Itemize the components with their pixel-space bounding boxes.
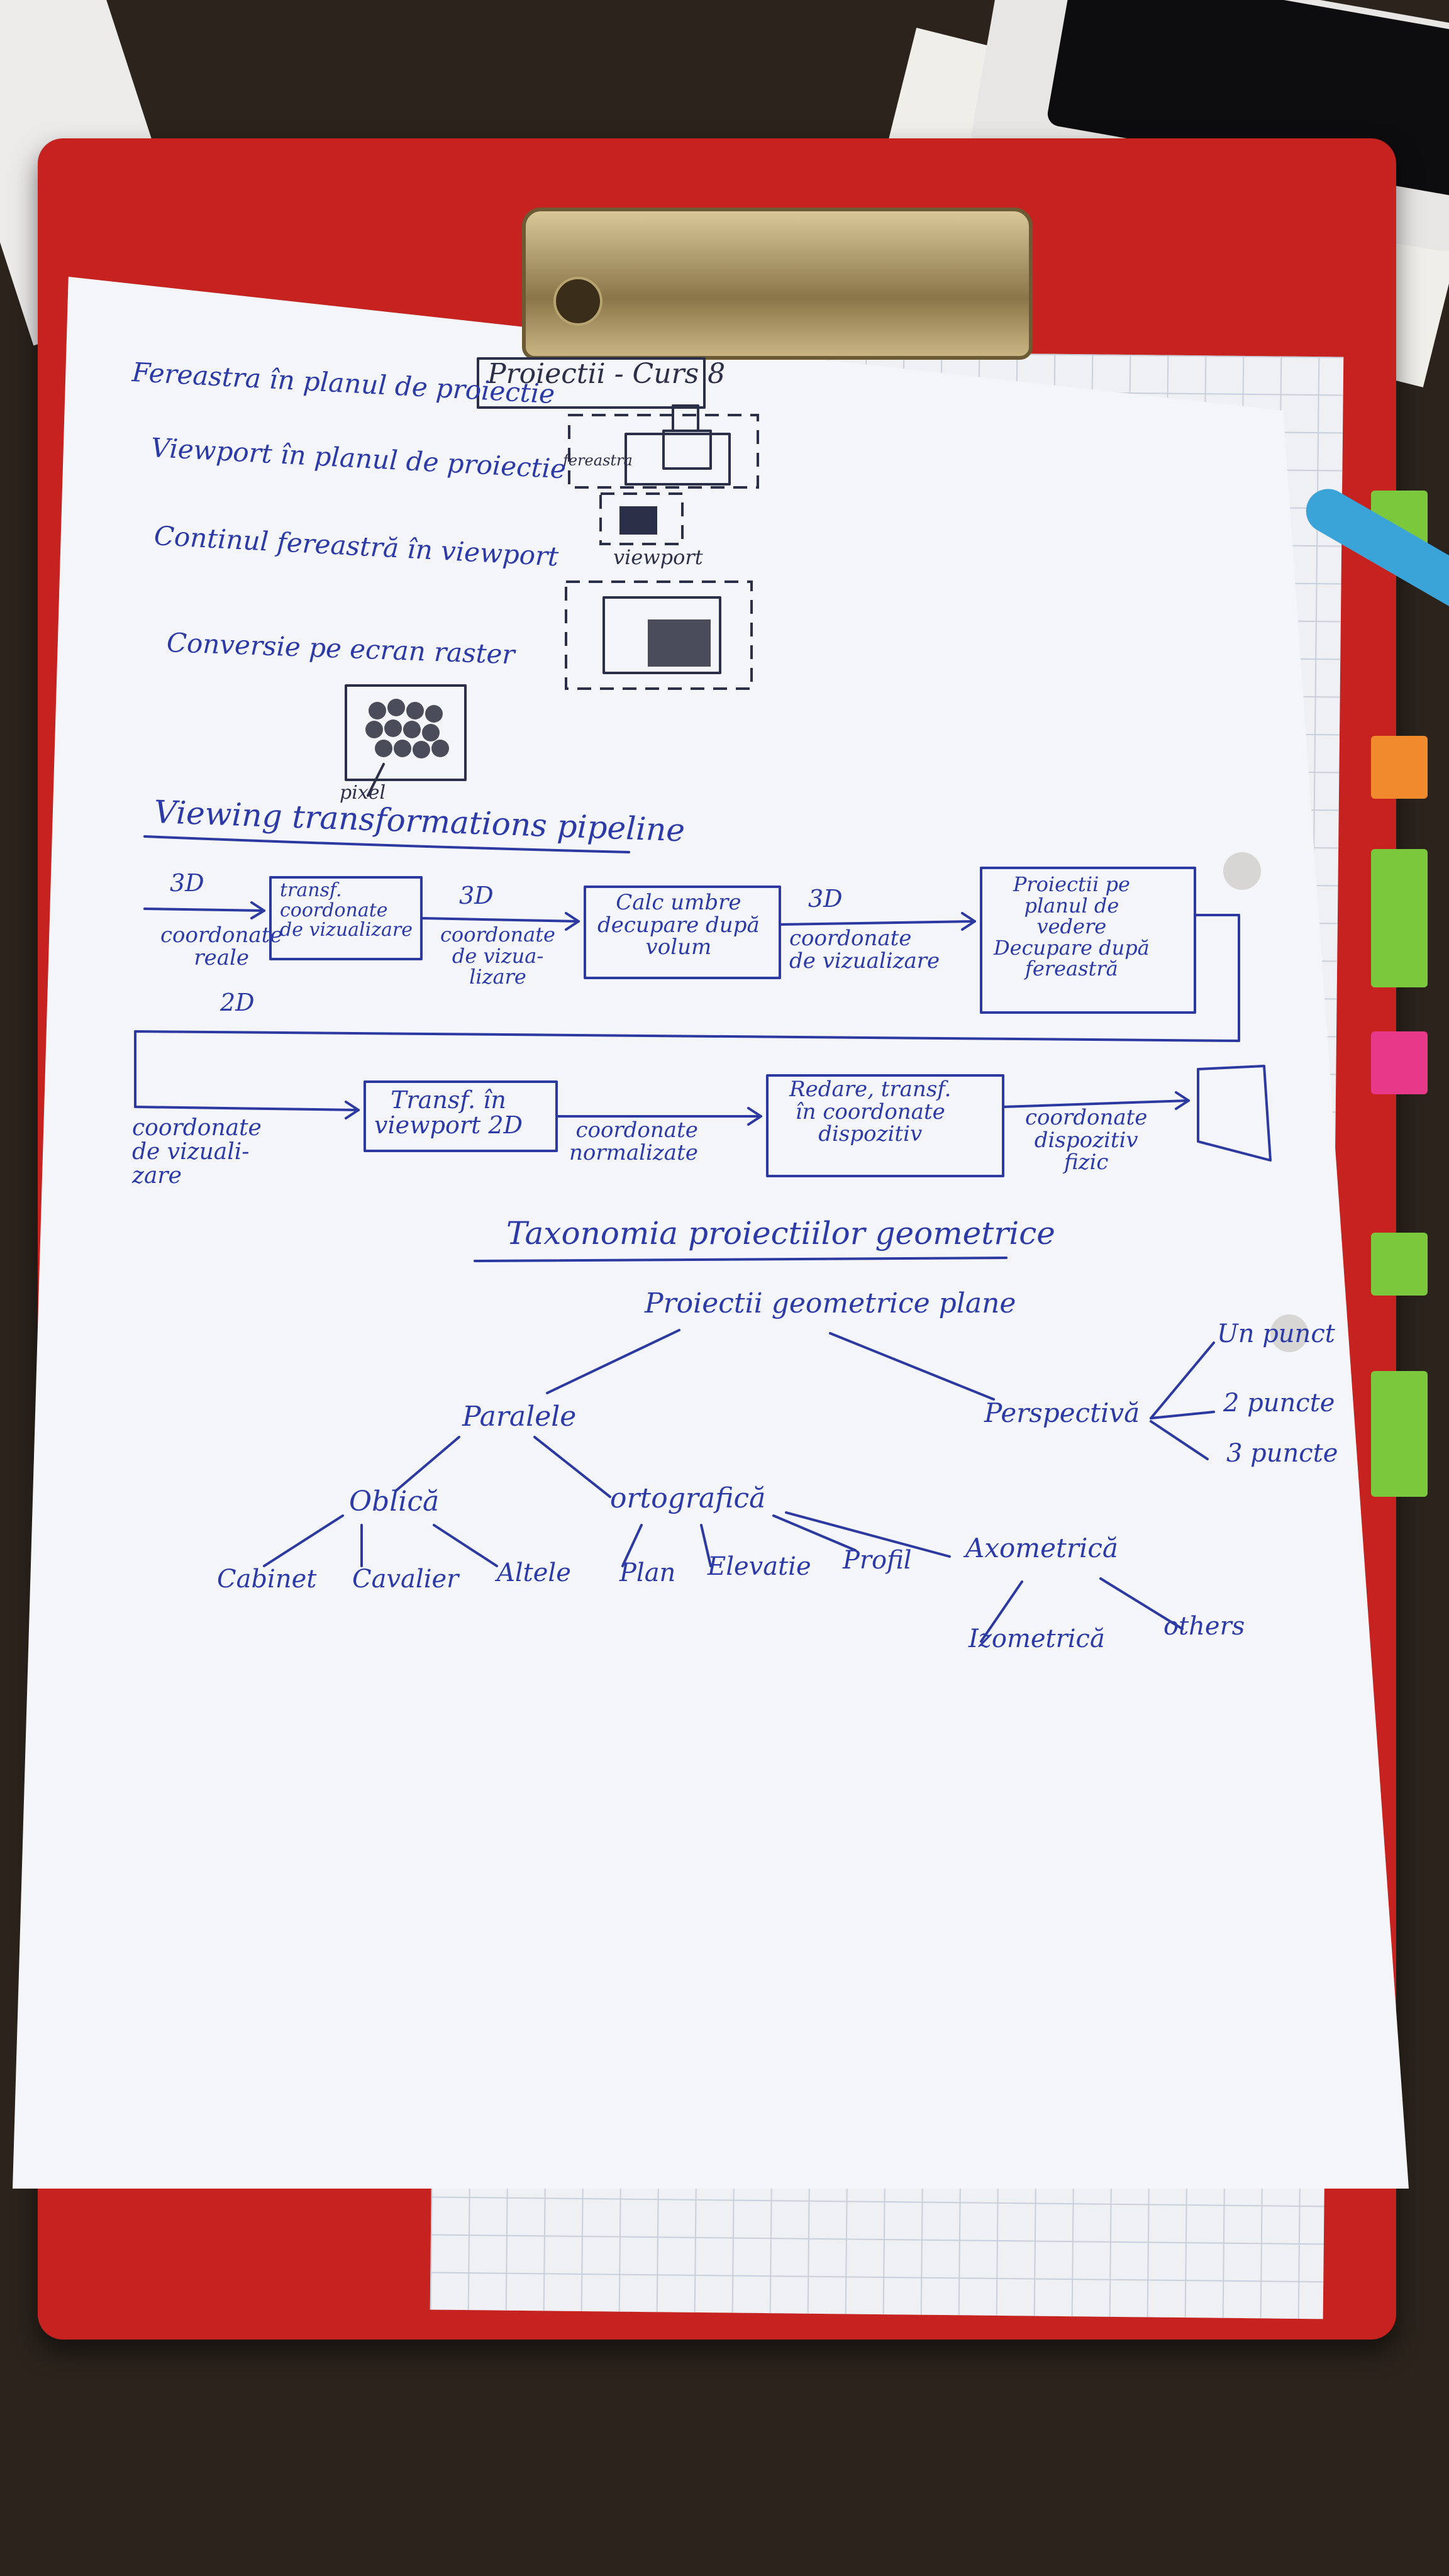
viewport-dashed [599,492,684,545]
taxonomy-root: Proiectii geometrice plane [645,1287,1016,1319]
page-title: Proiectii - Curs 8 [487,358,726,390]
pixel-label: pixel [340,782,386,804]
pixel-dots [365,699,449,758]
taxonomy-plan: Plan [619,1558,676,1587]
arrow-5 [1002,1099,1190,1108]
coord-viz-1: coordonate de vizua- lizare [440,923,555,989]
sticky-tab-green-4 [1371,1371,1428,1497]
device-screen-sketch [1197,1065,1272,1162]
pipeline-box-4-text: Transf. în viewport 2D [374,1086,523,1139]
raster-box [345,684,467,781]
taxonomy-axometrica: Axometrică [965,1533,1118,1563]
clip-rivet [553,277,602,326]
taxonomy-perspectiva: Perspectivă [984,1397,1140,1428]
taxonomy-others: others [1163,1612,1245,1641]
pipeline-box-3-text: Proiectii pe planul de vedere Decupare d… [994,872,1150,981]
label-3d-c: 3D [808,885,843,913]
taxonomy-elevatie: Elevatie [708,1552,811,1581]
coord-viz-2: coordonate de vizualizare [789,926,940,974]
projection-plane-dashed [568,414,759,489]
arrow-2 [420,917,580,923]
coord-dispozitiv: coordonate dispozitiv fizic [1025,1105,1148,1175]
pipeline-wrap-line [134,914,1240,1111]
label-3d-b: 3D [459,882,494,909]
taxonomy-profil: Profil [843,1546,912,1575]
pipeline-box-5 [766,1074,1004,1177]
sticky-tab-green-2 [1371,849,1428,987]
viewport-fill [619,506,657,535]
object-body [662,430,712,470]
taxonomy-3-puncte: 3 puncte [1226,1439,1338,1468]
mapped-object [648,619,711,667]
coord-viz-3: coordonate de vizuali- zare [132,1115,262,1189]
taxonomy-cavalier: Cavalier [352,1565,459,1594]
screen-rect [602,596,721,674]
sticky-tab-pink [1371,1031,1428,1094]
pipeline-underline [143,835,630,853]
sticky-tab-green-3 [1371,1233,1428,1296]
taxonomy-paralele: Paralele [462,1401,577,1433]
taxonomy-2-puncte: 2 puncte [1223,1389,1335,1418]
coord-normalizate: coordonate normalizate [569,1118,698,1165]
pipeline-box-2 [584,886,781,979]
taxonomy-cabinet: Cabinet [217,1565,317,1594]
coord-reale: coordonate reale [160,923,283,970]
title-box [477,357,706,409]
pipeline-box-3 [980,867,1196,1014]
taxonomy-un-punct: Un punct [1217,1319,1335,1348]
punch-hole-bottom [1270,1314,1308,1352]
notes-paper [13,277,1409,2189]
pipeline-box-5-text: Redare, transf. în coordonate dispozitiv [789,1077,952,1147]
screen-dashed [565,580,753,690]
pipeline-box-2-text: Calc umbre decupare după volum [597,890,760,960]
taxonomy-ortografica: ortografică [610,1482,766,1514]
arrow-1 [143,908,265,912]
window-rect [625,433,731,486]
object-top [672,404,699,432]
label-2d: 2D [220,989,255,1016]
taxonomy-altele: Altele [497,1558,571,1587]
sticky-tab-orange [1371,736,1428,799]
label-3d-a: 3D [170,869,204,897]
taxonomy-underline [474,1257,1008,1262]
pipeline-box-1-text: transf. coordonate de vizualizare [280,879,413,941]
viewport-label: viewport [613,545,703,569]
taxonomy-oblica: Oblică [349,1485,440,1518]
clipboard-clip [522,208,1033,360]
taxonomy-izometrica: Izometrică [969,1624,1105,1653]
punch-hole-top [1223,852,1261,890]
taxonomy-heading: Taxonomia proiectiilor geometrice [506,1215,1055,1252]
fereastra-label: fereastra [563,452,633,469]
arrow-3 [779,920,976,926]
